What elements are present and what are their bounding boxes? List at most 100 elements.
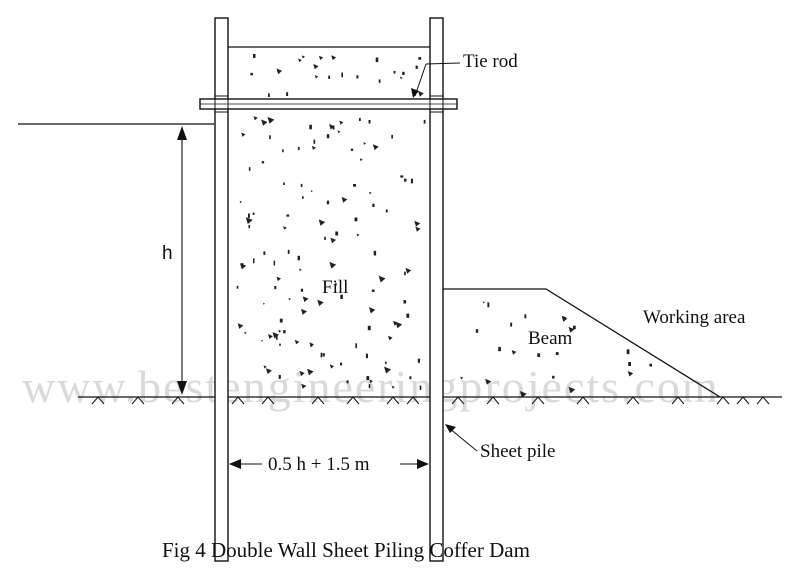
ground-hatch-mark (756, 396, 770, 405)
fill-particle (310, 190, 313, 193)
fill-particle (337, 130, 341, 134)
fill-particle (341, 72, 343, 78)
fill-particle (287, 249, 290, 254)
fill-particle (283, 226, 287, 230)
tie-rod-arrowhead (411, 88, 419, 98)
fill-particle (373, 250, 377, 256)
fill-particle (317, 299, 324, 307)
fill-particle (395, 321, 403, 329)
berm-outline (443, 288, 721, 398)
fill-particle (311, 145, 316, 150)
fill-particle (372, 144, 379, 151)
fill-particle (322, 353, 325, 357)
fill-particle (244, 331, 247, 335)
fill-particle (369, 191, 372, 195)
fill-particle (350, 148, 354, 151)
fill-particle (283, 330, 286, 334)
fill-particle (245, 217, 253, 225)
ground-hatch-mark (671, 396, 685, 405)
fill-particle (282, 149, 284, 153)
tie-rod-label: Tie rod (463, 51, 518, 72)
fill-particle (414, 220, 421, 227)
sheet-pile-leader (448, 427, 478, 452)
fill-particle (279, 343, 281, 346)
fill-particle (276, 276, 281, 282)
ground-hatch-mark (231, 396, 245, 405)
fill-particle (253, 258, 255, 264)
fill-particle (262, 302, 265, 305)
fill-particle (241, 132, 246, 137)
fill-particle (313, 139, 316, 144)
fill-particle (482, 301, 485, 304)
fill-particle (354, 217, 358, 222)
fill-particle (485, 378, 492, 385)
fill-particle (363, 142, 366, 145)
fill-particle (236, 285, 239, 289)
fill-particle (239, 200, 242, 204)
fill-particle (498, 346, 501, 352)
fill-particle (356, 75, 359, 79)
fill-particle (385, 209, 388, 213)
sheet-pile-label: Sheet pile (480, 441, 555, 462)
ground-hatch-mark (716, 396, 730, 405)
fill-particle (297, 146, 300, 151)
fill-particle (261, 119, 268, 126)
tie-rod-leader (425, 62, 461, 65)
ground-hatch-mark (91, 396, 105, 405)
fill-particle (318, 55, 324, 60)
ground-hatch-mark (576, 396, 590, 405)
ground-hatch-mark (451, 396, 465, 405)
fill-particle (410, 178, 413, 184)
fill-particle (274, 285, 277, 290)
fill-particle (353, 184, 356, 187)
ground-hatch-mark (261, 396, 275, 405)
fill-particles (236, 54, 652, 398)
fill-label: Fill (322, 277, 348, 298)
fill-particle (404, 271, 406, 276)
ground-hatch-mark (171, 396, 185, 405)
fill-particle (365, 353, 368, 359)
fill-particle (356, 233, 360, 237)
fill-particle (460, 376, 464, 380)
fill-particle (385, 361, 387, 365)
left-pile-connection (214, 95, 229, 113)
fill-particle (294, 339, 300, 345)
fill-particle (326, 134, 330, 139)
fill-particle (313, 63, 319, 70)
h-label: h (162, 243, 173, 264)
width-arrow-left (229, 459, 241, 469)
fill-particle (402, 71, 405, 75)
fill-particle (417, 358, 420, 363)
fill-particle (368, 384, 371, 389)
fill-particle (278, 374, 281, 379)
fill-particle (359, 118, 361, 121)
fill-particle (404, 178, 407, 182)
fill-particle (267, 334, 273, 339)
fill-particle (261, 161, 265, 164)
fill-particle (372, 203, 375, 207)
fill-particle (302, 296, 309, 303)
fill-particle (261, 339, 264, 342)
fill-particle (299, 268, 302, 272)
fill-particle (320, 352, 323, 358)
fill-particle (269, 135, 271, 140)
fill-particle (346, 380, 349, 384)
ground-hatch-mark (131, 396, 145, 405)
fill-particle (318, 219, 326, 226)
fill-particle (275, 335, 278, 340)
fill-particle (423, 119, 426, 124)
fill-particle (326, 200, 330, 205)
fill-particle (415, 226, 421, 232)
fill-particle (555, 352, 559, 355)
fill-particle (627, 371, 634, 377)
fill-particle (378, 79, 381, 83)
ground-hatching (91, 396, 770, 405)
fill-particle (299, 370, 305, 377)
fill-particle (301, 55, 305, 59)
fill-particle (267, 116, 275, 124)
fill-particle (329, 364, 335, 369)
fill-particle (301, 383, 307, 389)
fill-particle (552, 375, 555, 379)
fill-particle (248, 213, 250, 218)
